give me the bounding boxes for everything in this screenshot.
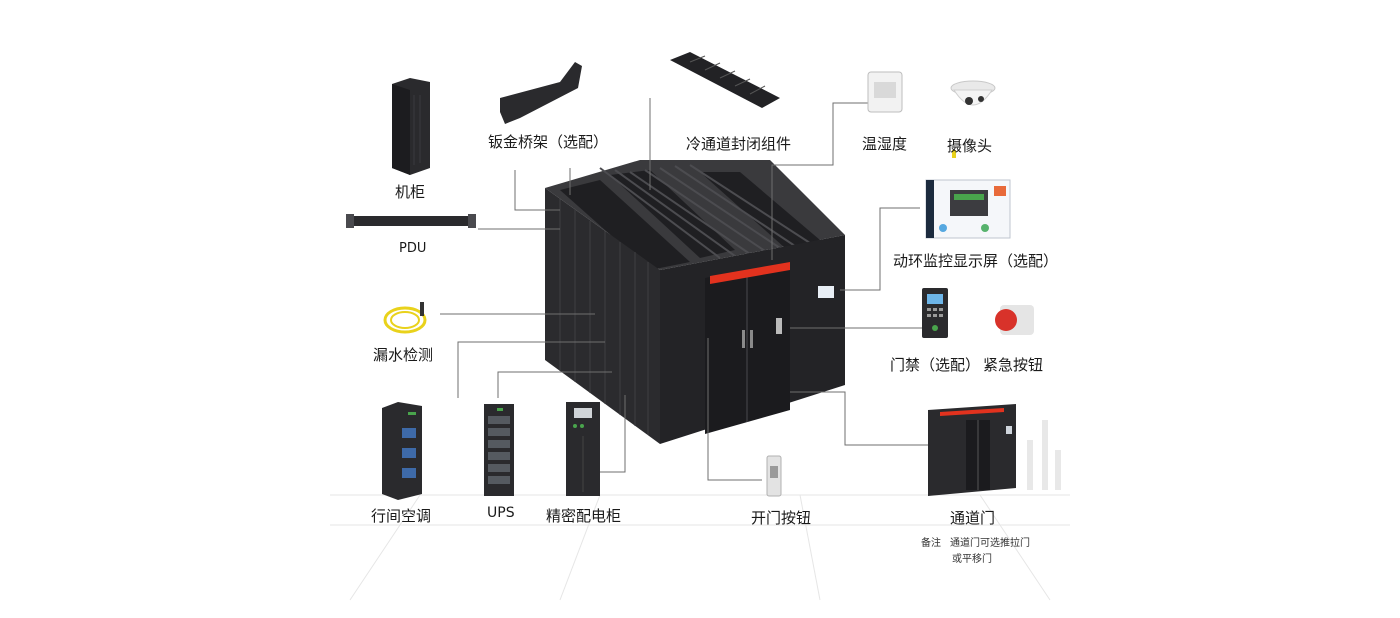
label-ups: UPS (487, 505, 515, 521)
label-pdu: PDU (399, 241, 427, 256)
label-camera: 摄像头 (947, 137, 993, 155)
power-cabinet-icon (566, 402, 600, 496)
label-door-button: 开门按钮 (751, 509, 812, 527)
label-access-control: 门禁（选配） (890, 356, 981, 374)
emergency-button-icon (995, 305, 1034, 335)
temp-humidity-icon (867, 71, 903, 113)
camera-icon (950, 80, 996, 158)
aisle-door-icon (928, 404, 1061, 496)
pdu-icon (346, 214, 476, 228)
note-line-2: 或平移门 (952, 554, 992, 565)
ups-icon (484, 404, 514, 496)
label-cable-tray: 钣金桥架（选配） (488, 133, 609, 151)
label-water-leak: 漏水检测 (373, 346, 434, 364)
label-monitor-screen: 动环监控显示屏（选配） (893, 252, 1059, 270)
label-power-cabinet: 精密配电柜 (546, 507, 622, 525)
cabinet-icon (392, 78, 430, 175)
access-control-icon (922, 288, 948, 338)
label-cabinet: 机柜 (395, 183, 426, 201)
monitor-screen-icon (925, 179, 1011, 239)
note-prefix: 备注 (921, 538, 941, 549)
label-temp-humidity: 温湿度 (862, 135, 908, 153)
cable-tray-icon (500, 62, 582, 124)
label-row-ac: 行间空调 (371, 507, 432, 525)
water-leak-icon (383, 302, 427, 334)
door-button-icon (766, 455, 782, 497)
label-emergency-button: 紧急按钮 (983, 356, 1044, 374)
cold-aisle-kit-icon (670, 52, 780, 108)
label-aisle-door: 通道门 (950, 509, 996, 527)
note-line-1: 通道门可选推拉门 (950, 538, 1030, 549)
row-ac-icon (382, 402, 422, 500)
label-cold-aisle-kit: 冷通道封闭组件 (686, 135, 792, 153)
